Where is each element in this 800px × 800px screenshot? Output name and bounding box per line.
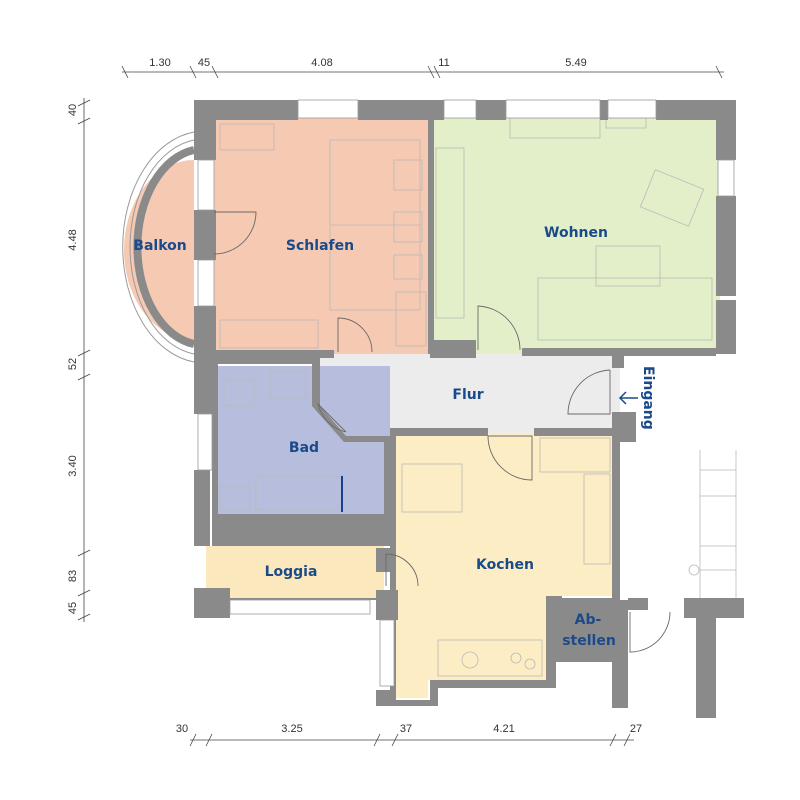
dim-left-4: 3.40: [67, 455, 79, 476]
kochen-floor: [396, 434, 612, 698]
dim-top-1: 1.30: [149, 57, 170, 69]
dim-left-6: 45: [67, 602, 79, 614]
abstellen-label-line1: Ab-: [575, 612, 602, 628]
dim-bottom-5: 27: [630, 723, 642, 735]
top-dimension-labels: 1.30 45 4.08 11 5.49: [149, 57, 586, 69]
wohnen-floor: [432, 118, 720, 354]
dim-top-2: 45: [198, 57, 210, 69]
dim-bottom-1: 30: [176, 723, 188, 735]
abstellen-label-line2: stellen: [562, 633, 616, 649]
windows: [197, 99, 735, 687]
dim-left-5: 83: [67, 570, 79, 582]
room-labels: Balkon Schlafen Wohnen Flur Bad Loggia K…: [133, 225, 656, 649]
furniture: [219, 117, 713, 677]
eingang-label: Eingang: [640, 366, 656, 430]
schlafen-label: Schlafen: [286, 238, 354, 254]
dim-top-5: 5.49: [565, 57, 586, 69]
doors: [213, 211, 671, 653]
loggia-floor: [206, 546, 384, 600]
dim-top-4: 11: [438, 57, 449, 69]
balkon-label: Balkon: [133, 238, 186, 254]
walls: [194, 100, 744, 718]
dim-bottom-2: 3.25: [281, 723, 302, 735]
schlafen-floor: [212, 118, 430, 354]
flur-label: Flur: [452, 387, 483, 403]
dim-left-3: 52: [67, 358, 79, 370]
left-dimension-labels: 40 4.48 52 3.40 83 45: [67, 104, 79, 614]
dim-left-2: 4.48: [67, 229, 79, 250]
entrance-arrow-icon: [618, 391, 638, 405]
dim-bottom-3: 37: [400, 723, 412, 735]
bottom-dimension-labels: 30 3.25 37 4.21 27: [176, 723, 642, 735]
dimension-lines: [77, 65, 724, 747]
stair-fragment: [688, 450, 737, 598]
dim-bottom-4: 4.21: [493, 723, 514, 735]
bad-label: Bad: [289, 440, 319, 456]
loggia-label: Loggia: [265, 564, 318, 580]
balcony-rail: [122, 131, 195, 363]
kochen-label: Kochen: [476, 557, 534, 573]
room-fills: [124, 118, 720, 698]
wohnen-label: Wohnen: [544, 225, 608, 241]
dim-left-1: 40: [67, 104, 79, 116]
dim-top-3: 4.08: [311, 57, 332, 69]
